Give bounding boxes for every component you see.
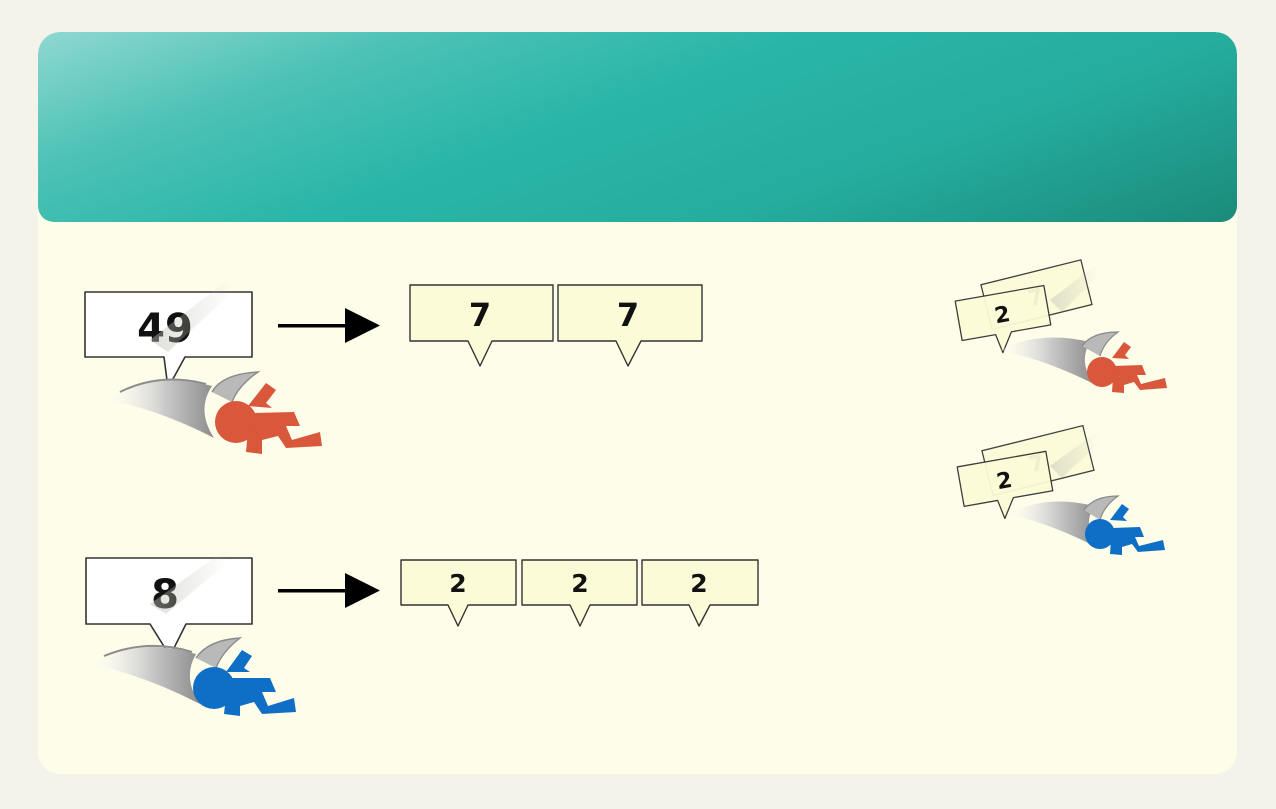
source-bubble-49: 49	[84, 280, 253, 389]
row-8: 8 2 2 2	[85, 551, 759, 716]
front-bubble: 2	[954, 284, 1052, 354]
result-bubble: 7	[557, 284, 703, 367]
result-bubble: 2	[400, 559, 517, 627]
result-value: 2	[690, 569, 707, 598]
motion-streak	[150, 551, 230, 614]
result-bubble: 2	[641, 559, 759, 627]
motion-streak	[150, 280, 234, 352]
side-example-blue: 7 2	[956, 424, 1165, 555]
wind-trail	[92, 637, 243, 704]
front-bubble-value: 2	[993, 302, 1012, 329]
result-bubble: 2	[521, 559, 638, 627]
arrow-right-icon	[278, 573, 380, 608]
flying-figure-icon	[215, 383, 322, 454]
motion-streak	[1050, 433, 1101, 478]
wind-trail	[1000, 331, 1120, 384]
flying-figure-icon	[193, 650, 296, 716]
front-bubble: 2	[956, 450, 1054, 520]
wind-trail	[108, 371, 261, 438]
arrow-right-icon	[278, 308, 380, 343]
result-value: 7	[617, 296, 639, 334]
motion-streak	[1050, 267, 1099, 312]
row-49: 49 7 7	[84, 280, 703, 454]
result-value: 2	[571, 569, 588, 598]
result-value: 7	[469, 296, 491, 334]
side-example-red: 7 2	[954, 259, 1167, 393]
flying-figure-icon	[1085, 504, 1165, 555]
flying-figure-icon	[1087, 342, 1167, 393]
header-banner	[38, 32, 1237, 222]
result-bubble: 7	[409, 284, 554, 367]
wind-trail	[1008, 495, 1120, 548]
front-bubble-value: 2	[995, 468, 1014, 495]
result-value: 2	[449, 569, 466, 598]
source-bubble-8: 8	[85, 551, 253, 657]
